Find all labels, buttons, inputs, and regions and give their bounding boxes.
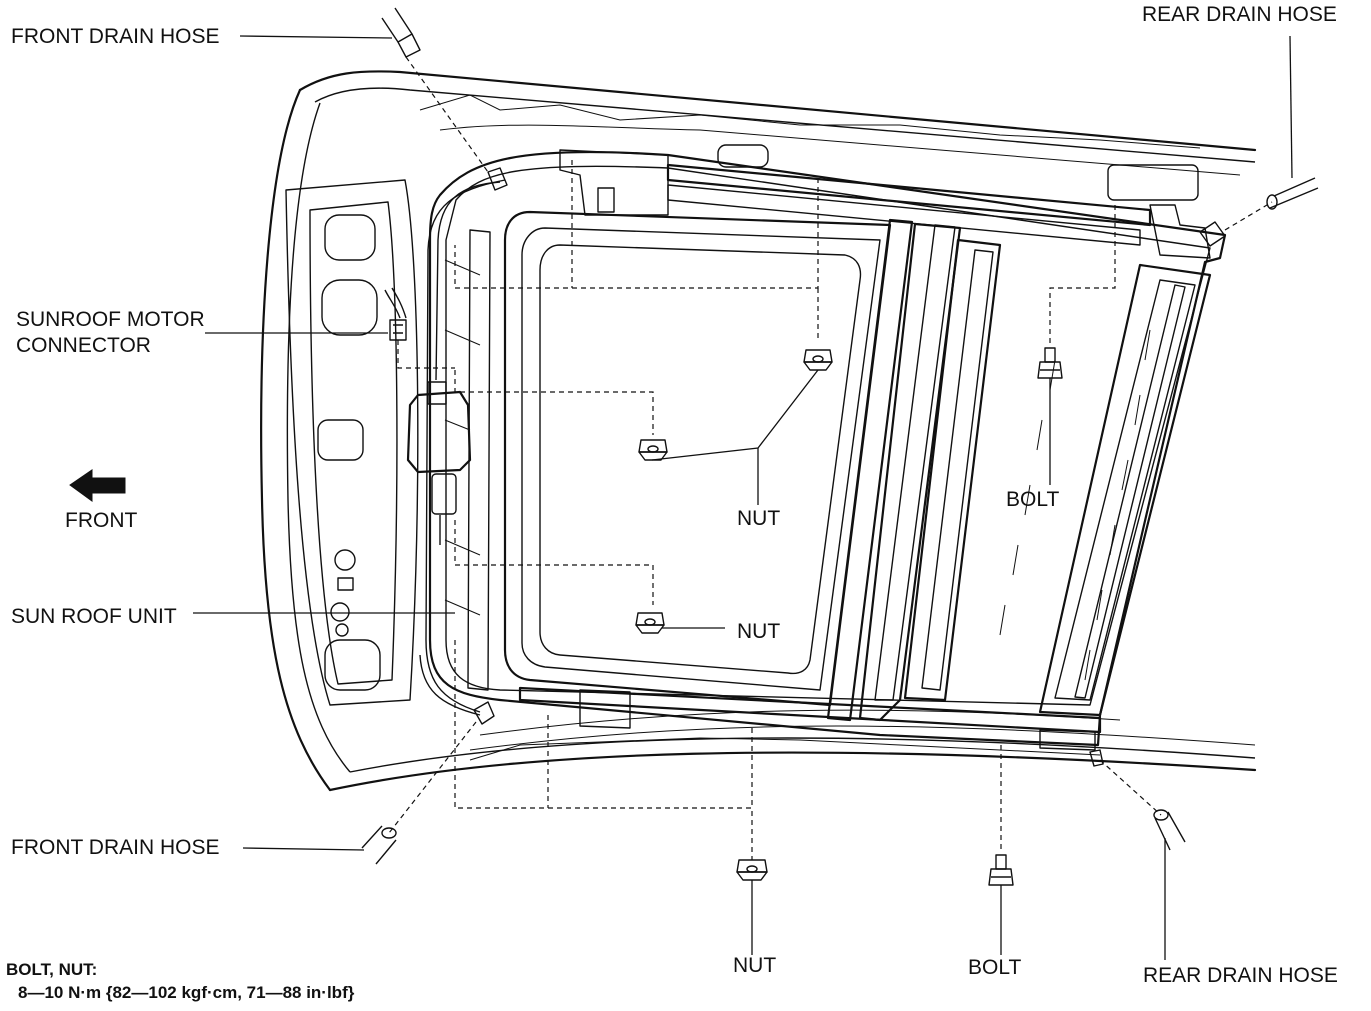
sunroof-frame xyxy=(428,149,1227,751)
sunroof-motor xyxy=(406,381,472,545)
label-front-drain-hose-top: FRONT DRAIN HOSE xyxy=(11,25,220,48)
arrow-left-icon xyxy=(69,469,126,502)
nut-lower xyxy=(635,612,665,634)
rear-drain-fitting-bottom xyxy=(1089,749,1104,767)
rear-drain-fitting-top xyxy=(1199,221,1226,247)
nut-center xyxy=(638,439,668,461)
nut-bottom xyxy=(736,859,768,881)
front-drain-fitting-bottom xyxy=(473,701,495,725)
label-sunroof-motor-connector-2: CONNECTOR xyxy=(16,334,151,357)
label-front-drain-hose-bottom: FRONT DRAIN HOSE xyxy=(11,836,220,859)
label-nut-center: NUT xyxy=(737,507,781,530)
roof-panel-outline xyxy=(260,70,1257,792)
label-rear-drain-hose-bottom: REAR DRAIN HOSE xyxy=(1143,964,1338,987)
label-front-direction: FRONT xyxy=(65,509,138,532)
label-sunroof-motor-connector-1: SUNROOF MOTOR xyxy=(16,308,205,331)
label-nut-lower: NUT xyxy=(737,620,781,643)
label-bolt-right: BOLT xyxy=(1006,488,1060,511)
label-nut-bottom: NUT xyxy=(733,954,777,977)
bolt-bottom xyxy=(988,854,1014,886)
front-drain-hose-top xyxy=(381,7,421,58)
leader-lines xyxy=(193,35,1293,960)
drain-tube-left xyxy=(425,179,506,713)
nut-upper xyxy=(803,349,833,371)
label-rear-drain-hose-top: REAR DRAIN HOSE xyxy=(1142,3,1337,26)
rear-drain-hose-top xyxy=(1266,177,1319,210)
assembly-dashed-lines xyxy=(388,56,1273,860)
label-sun-roof-unit: SUN ROOF UNIT xyxy=(11,605,177,628)
torque-spec-title: BOLT, NUT: xyxy=(6,960,98,979)
front-drain-fitting-top xyxy=(487,167,508,191)
front-drain-hose-bottom xyxy=(361,825,397,865)
label-bolt-bottom: BOLT xyxy=(968,956,1022,979)
rear-drain-hose-bottom xyxy=(1153,809,1186,851)
bolt-right xyxy=(1037,347,1063,379)
torque-spec-value: 8—10 N·m {82—102 kgf·cm, 71—88 in·lbf} xyxy=(18,983,355,1002)
